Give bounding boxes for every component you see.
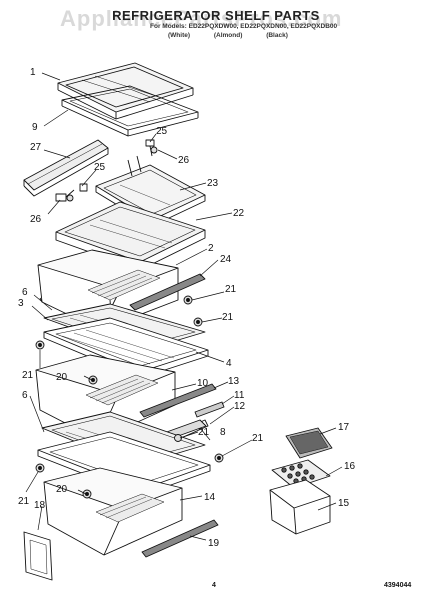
watermark: AppliancePartsPros.com (60, 6, 343, 31)
callout-26b: 26 (30, 214, 42, 225)
part-9-shelf-frame (61, 85, 199, 137)
callout-17: 17 (338, 422, 350, 433)
callout-6a: 6 (22, 287, 28, 298)
callout-20a: 20 (56, 372, 68, 383)
part-13-rail (139, 383, 217, 418)
callout-labels: 1 9 27 25 26 25 26 23 22 2 24 6 3 21 21 … (18, 67, 356, 549)
callout-19: 19 (208, 538, 220, 549)
callout-20b: 20 (56, 484, 68, 495)
callout-12: 12 (234, 401, 246, 412)
color-white: (White) (168, 32, 191, 39)
callout-4: 4 (226, 358, 232, 369)
callout-21a: 21 (225, 284, 237, 295)
callout-10: 10 (197, 378, 209, 389)
model-colors: (White) (Almond) (Black) (168, 32, 310, 39)
callout-25b: 25 (94, 162, 106, 173)
part-19-rail (141, 519, 219, 558)
part-2-crisper-drawer (37, 249, 179, 331)
callout-22: 22 (233, 208, 245, 219)
callout-21b: 21 (222, 312, 234, 323)
part-24-rail (129, 273, 206, 311)
callout-15: 15 (338, 498, 350, 509)
callout-3: 3 (18, 298, 24, 309)
callout-11: 11 (234, 390, 245, 401)
part-14-bottom-drawer (43, 467, 183, 556)
leader-lines (25, 72, 343, 541)
color-almond: (Almond) (213, 32, 243, 39)
callout-14: 14 (204, 492, 216, 503)
callout-26a: 26 (178, 155, 190, 166)
callout-6b: 6 (22, 390, 28, 401)
callout-8: 8 (220, 427, 226, 438)
part-1-glass-shelf (57, 62, 194, 120)
callout-1: 1 (30, 67, 36, 78)
callout-25a: 25 (156, 126, 168, 137)
document-code: 4394044 (384, 582, 412, 589)
part-27-trim (23, 139, 109, 197)
part-15-bin (269, 479, 331, 535)
callout-18: 18 (34, 500, 46, 511)
part-21-hardware-b (35, 434, 224, 473)
callout-21e: 21 (252, 433, 264, 444)
part-20-hardware-a (88, 375, 98, 385)
part-21-hardware-a (35, 295, 203, 350)
color-black: (Black) (266, 32, 288, 39)
callout-13: 13 (228, 376, 240, 387)
callout-24: 24 (220, 254, 232, 265)
callout-23: 23 (207, 178, 219, 189)
callout-9: 9 (32, 122, 38, 133)
callout-16: 16 (344, 461, 356, 472)
part-25-26-hardware-upper (55, 139, 158, 202)
callout-21f: 21 (18, 496, 30, 507)
part-17-lid (285, 427, 333, 459)
callout-27: 27 (30, 142, 42, 153)
callout-21c: 21 (22, 370, 34, 381)
part-18-label-card (23, 531, 53, 581)
callout-21d: 21 (198, 427, 210, 438)
part-16-egg-tray (271, 459, 331, 489)
model-list: For Models: ED22PQXDW00, ED22PQXDN00, ED… (150, 23, 338, 30)
page-number: 4 (212, 582, 216, 589)
callout-2: 2 (208, 243, 214, 254)
diagram-title: REFRIGERATOR SHELF PARTS (112, 8, 320, 23)
